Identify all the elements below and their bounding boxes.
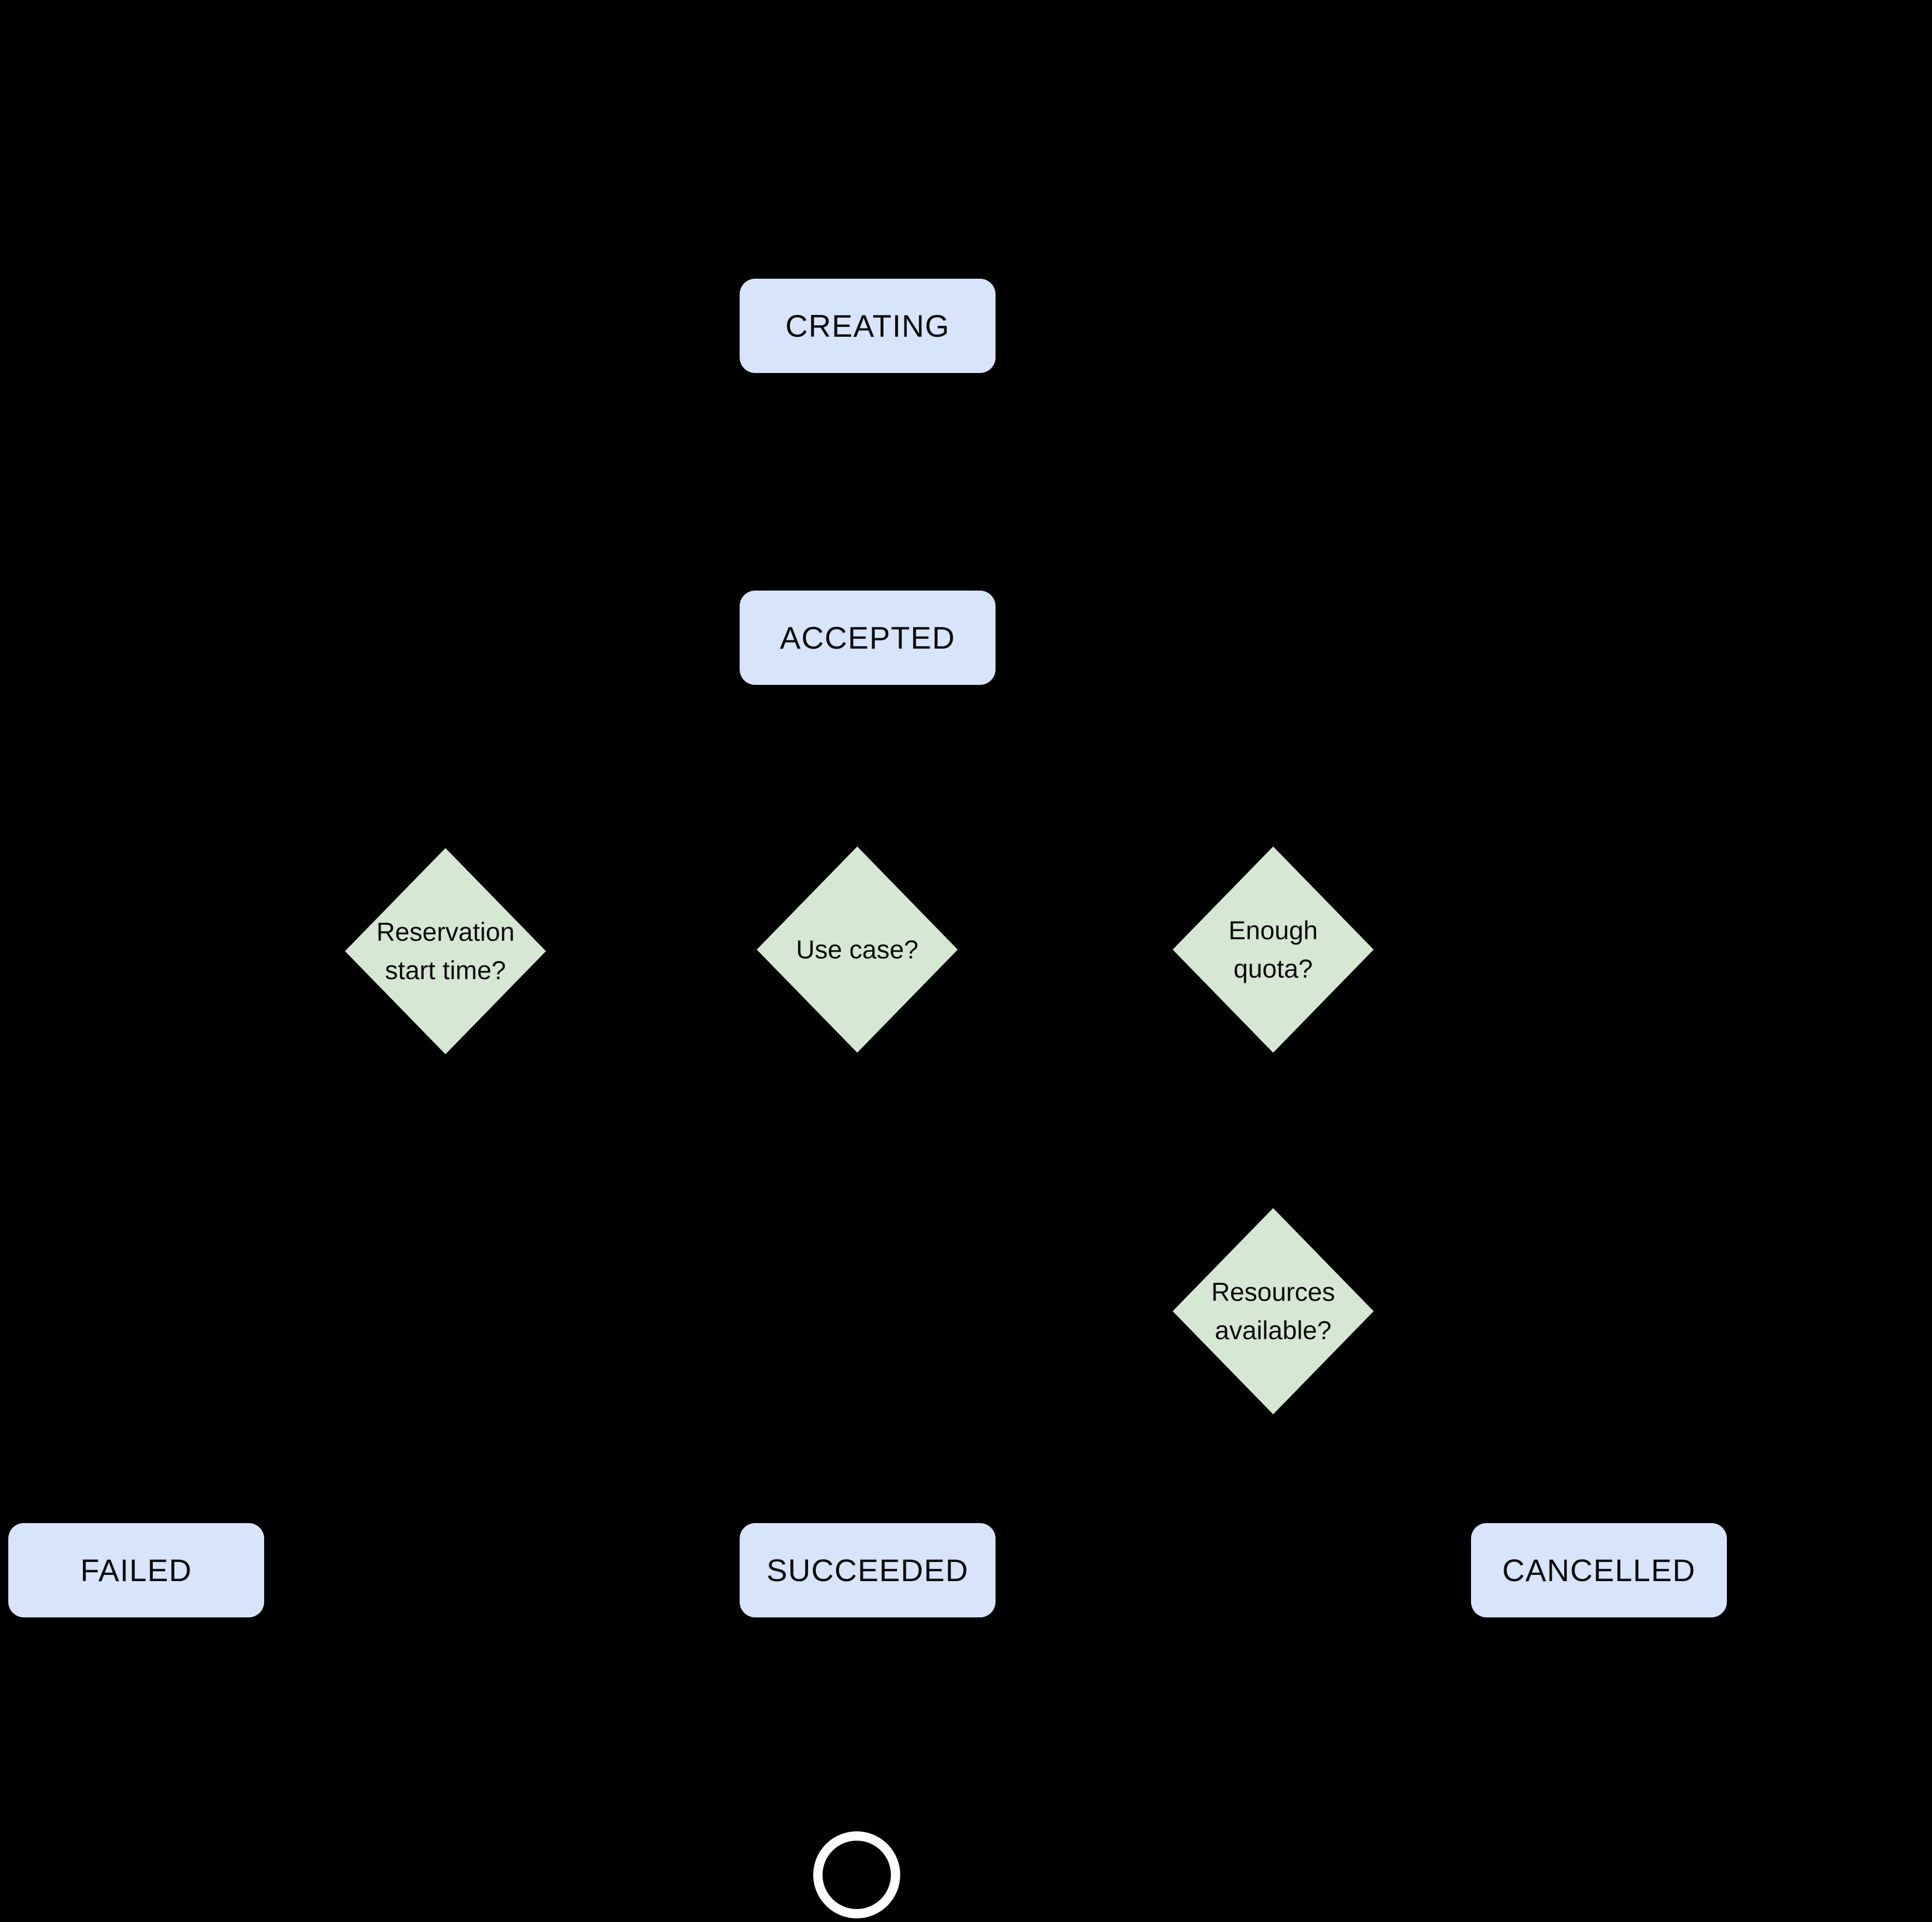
- final-state-ring: [813, 1831, 900, 1918]
- state-node-accepted: ACCEPTED: [740, 591, 996, 685]
- decision-label-line: quota?: [1233, 954, 1313, 983]
- state-node-succeeded: SUCCEEDED: [740, 1523, 996, 1617]
- decision-label-line: Enough: [1228, 916, 1318, 945]
- state-label-failed: FAILED: [80, 1553, 192, 1588]
- state-label-succeeded: SUCCEEDED: [766, 1553, 969, 1588]
- state-node-creating: CREATING: [740, 279, 996, 373]
- decision-node-enough-quota: Enough quota?: [1173, 847, 1374, 1053]
- decision-node-use-case: Use case?: [757, 847, 958, 1053]
- state-node-failed: FAILED: [8, 1523, 264, 1617]
- decision-label-line: start time?: [385, 956, 506, 985]
- decision-label-line: Resources: [1211, 1278, 1335, 1307]
- state-node-cancelled: CANCELLED: [1471, 1523, 1727, 1617]
- decision-label-line: Use case?: [796, 935, 919, 964]
- decision-label-line: available?: [1215, 1316, 1332, 1345]
- state-label-cancelled: CANCELLED: [1502, 1553, 1696, 1588]
- decision-label-line: Reservation: [376, 917, 515, 946]
- decision-node-resources-available: Resources available?: [1173, 1208, 1374, 1414]
- decision-node-reservation-start-time: Reservation start time?: [345, 848, 546, 1054]
- state-label-accepted: ACCEPTED: [780, 620, 956, 655]
- state-label-creating: CREATING: [785, 308, 950, 343]
